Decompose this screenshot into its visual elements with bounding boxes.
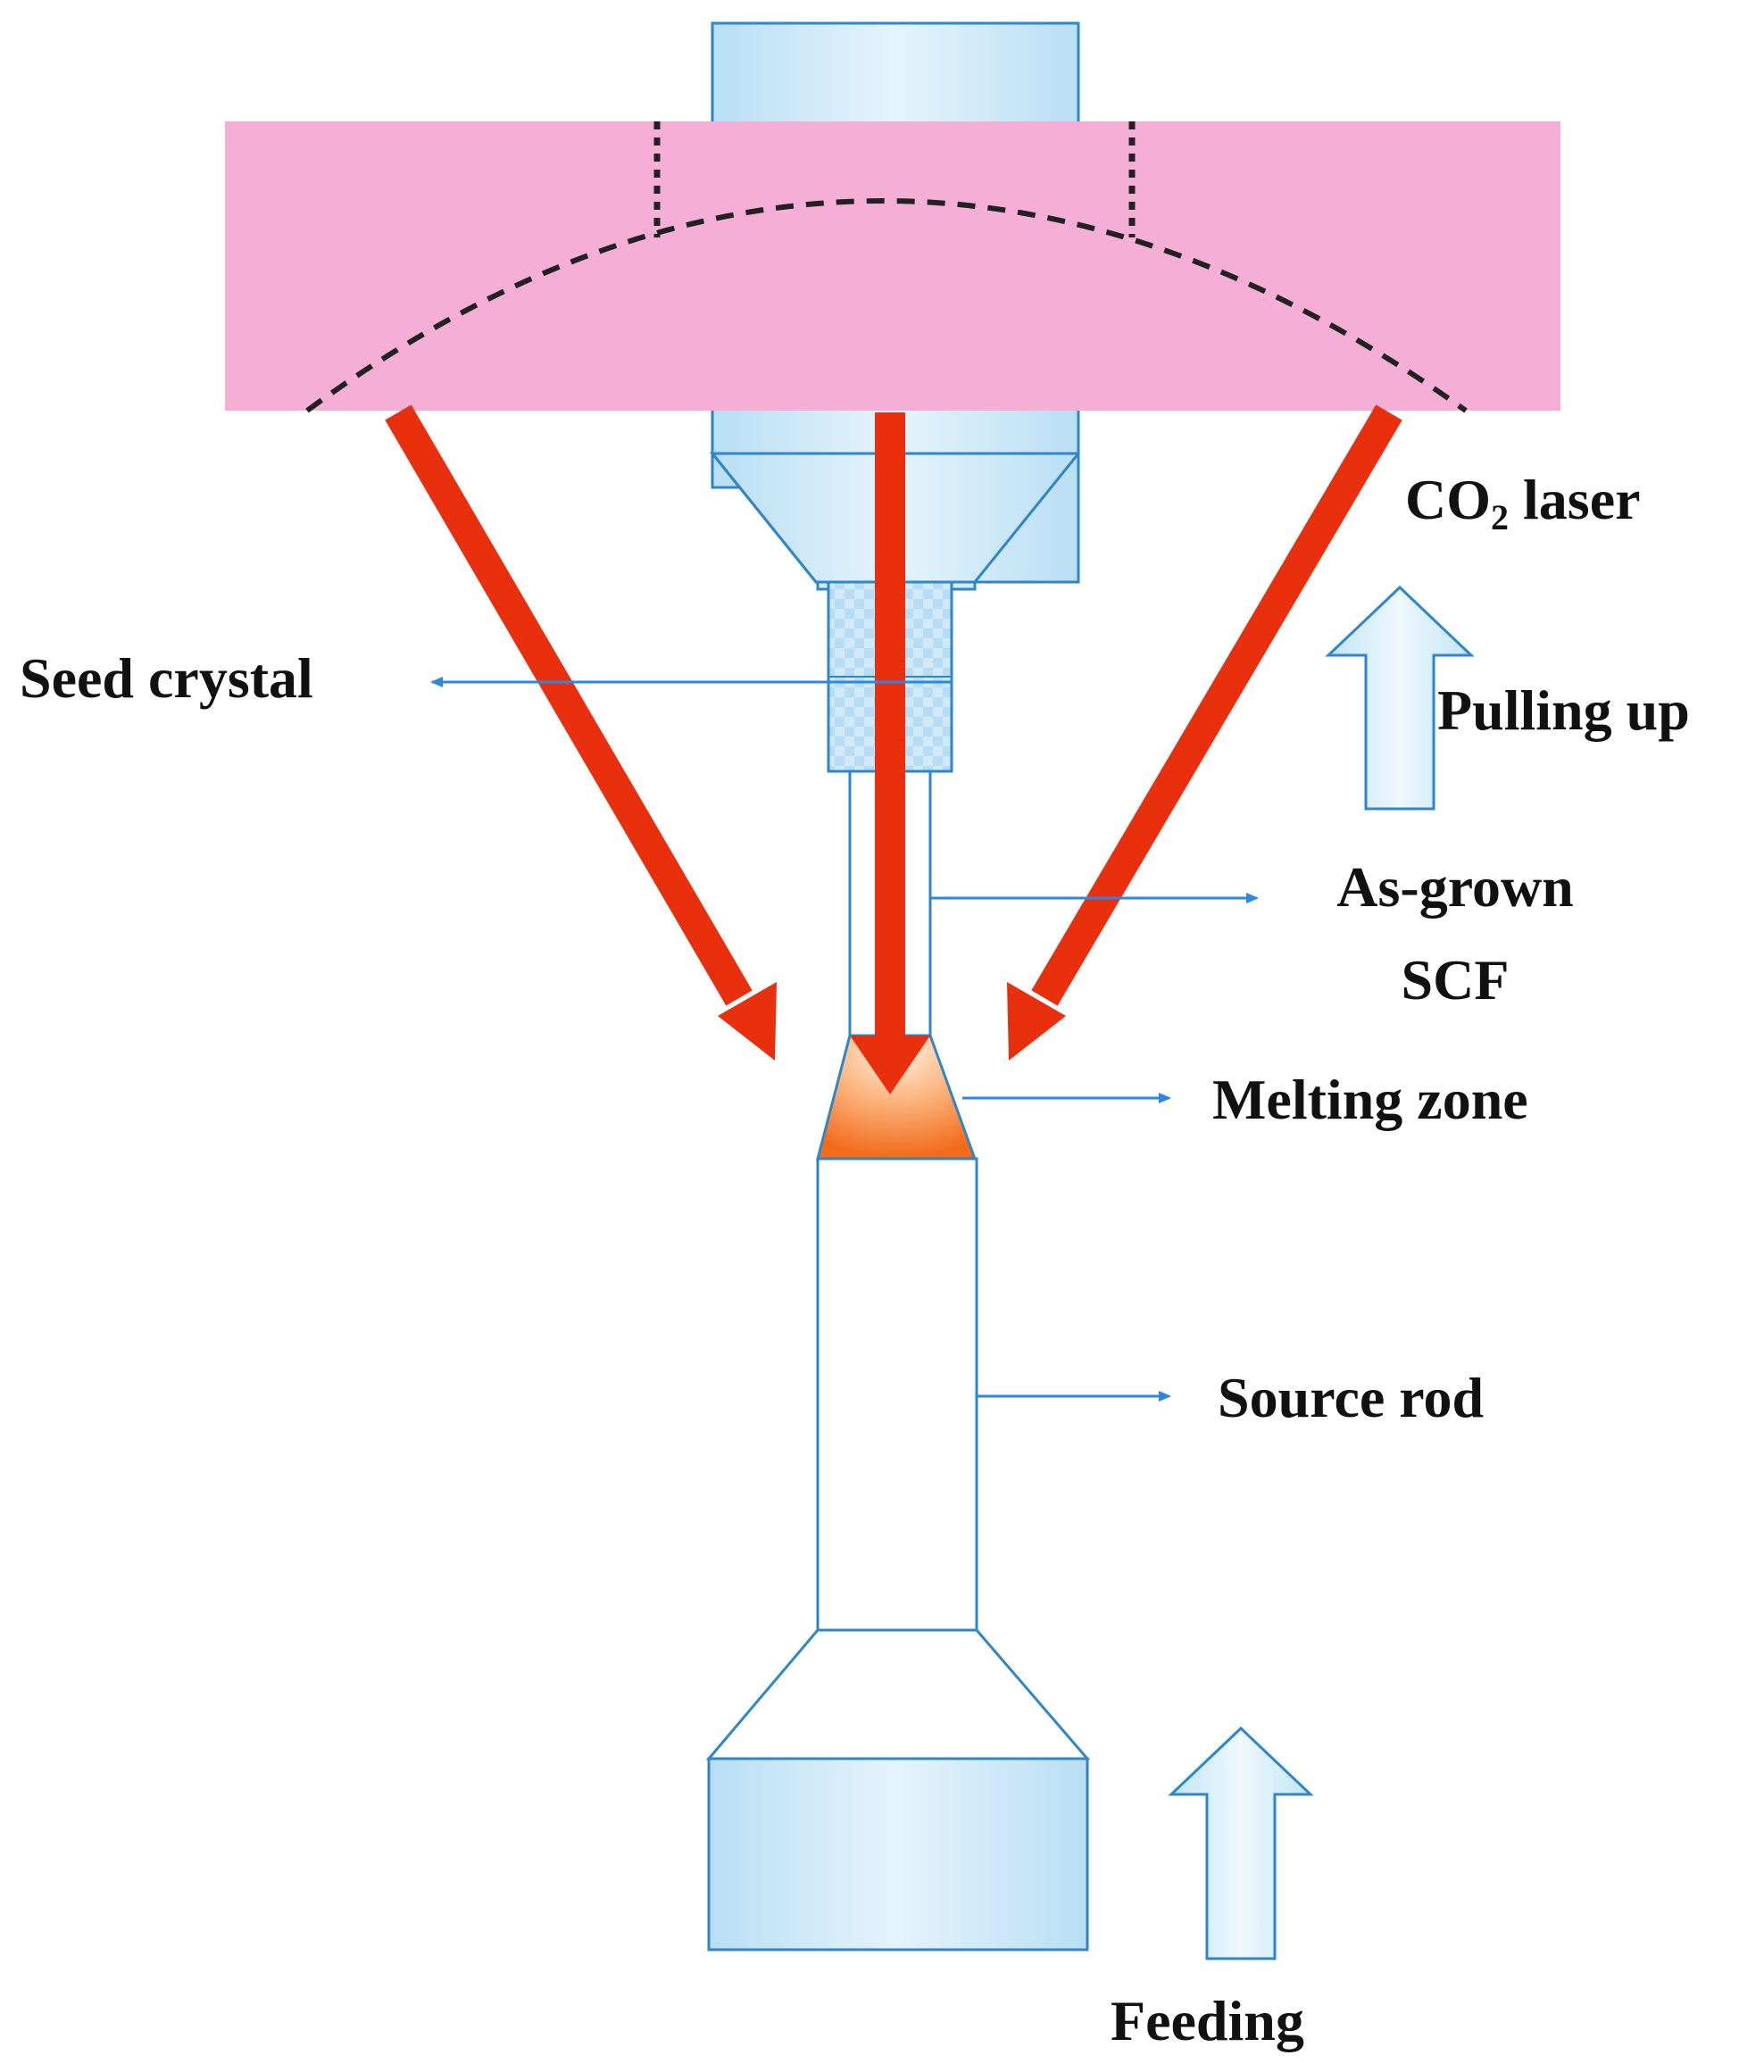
source-rod-label: Source rod	[1218, 1366, 1485, 1429]
laser-beam-right-arrow	[1007, 982, 1066, 1061]
lower-holder	[707, 1757, 1089, 1951]
laser-beam-center-arrow	[850, 1036, 930, 1094]
feeding-label: Feeding	[1111, 1989, 1304, 2052]
as-grown-label-line2: SCF	[1401, 948, 1510, 1011]
parabolic-mirror	[225, 121, 1560, 411]
laser-beam-left-arrow	[718, 982, 777, 1061]
pulling-up-label: Pulling up	[1437, 678, 1690, 742]
melting-zone-label: Melting zone	[1212, 1068, 1528, 1131]
as-grown-label-line1: As-grown	[1336, 855, 1574, 919]
seed-crystal-label: Seed crystal	[20, 646, 313, 710]
co2-laser-label: CO2 laser	[1405, 468, 1641, 537]
mirror-curve	[305, 198, 1468, 413]
feeding-arrow	[1168, 1726, 1314, 1960]
laser-beams	[385, 404, 1402, 1094]
pulling-up-arrow	[1325, 585, 1475, 811]
lower-holder-taper	[705, 1628, 1091, 1760]
source-rod	[816, 1157, 978, 1632]
